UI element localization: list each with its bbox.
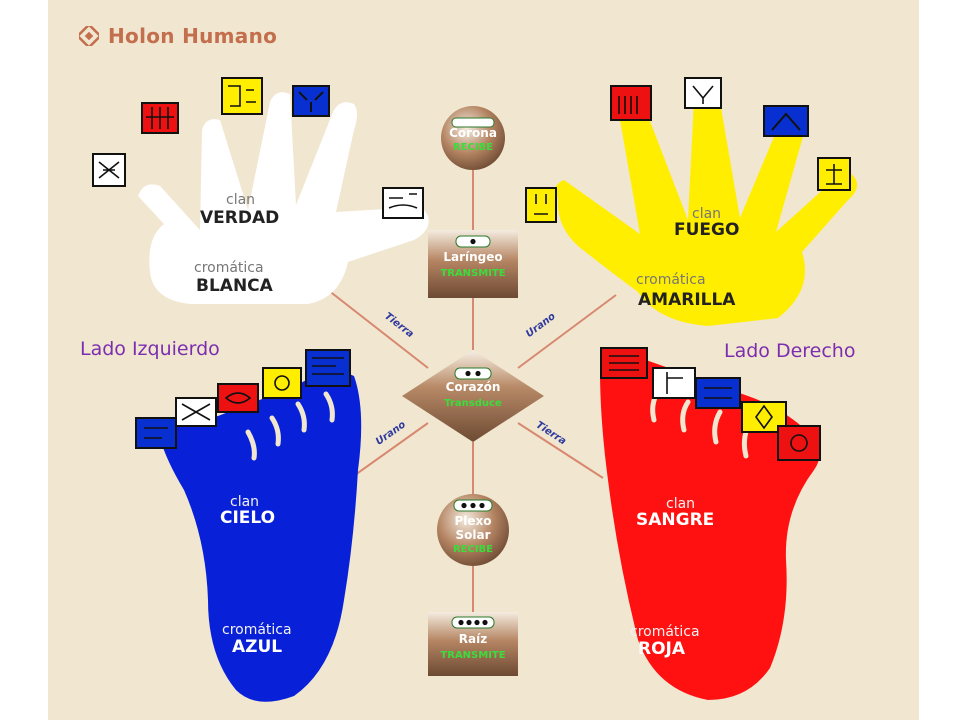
verdad-clan-name: VERDAD <box>200 208 280 228</box>
glyph-red-4 <box>600 347 648 379</box>
sangre-clan-name: SANGRE <box>636 510 715 530</box>
page-title: Holon Humano <box>108 24 278 48</box>
sangre-chromatic-name: ROJA <box>638 639 686 659</box>
glyph-white-4 <box>175 397 217 427</box>
plexo-action: RECIBE <box>452 544 494 555</box>
glyph-white-3 <box>684 77 722 109</box>
glyph-red-1 <box>141 102 179 134</box>
blue-toe-marks <box>245 391 335 461</box>
fuego-clan-name: FUEGO <box>674 220 740 240</box>
laringeo-action: TRANSMITE <box>440 268 506 279</box>
plexo-name-line2: Solar <box>455 528 491 542</box>
verdad-chromatic-word: cromática <box>194 260 264 276</box>
glyph-white-1 <box>92 153 126 187</box>
fuego-chromatic-word: cromática <box>636 272 706 288</box>
white-hand <box>138 92 429 304</box>
verdad-chromatic-name: BLANCA <box>196 276 273 296</box>
glyph-red-3 <box>217 383 259 413</box>
node-laringeo-shape <box>428 230 518 298</box>
cielo-clan-name: CIELO <box>220 508 276 528</box>
line-urano-upper <box>517 294 617 369</box>
glyph-blue-2 <box>763 105 809 137</box>
laringeo-name: Laríngeo <box>443 250 503 264</box>
node-plexo-shape <box>437 494 509 566</box>
corona-name: Corona <box>449 126 497 140</box>
glyph-yellow-3 <box>817 157 851 191</box>
node-raiz-shape <box>428 612 518 676</box>
raiz-action: TRANSMITE <box>440 650 506 661</box>
sangre-clan-word: clan <box>666 496 696 512</box>
glyph-blue-5 <box>695 377 741 409</box>
diagram-slide: Holon Humano Lado Izquierdo Lado Derecho… <box>48 0 919 720</box>
corazon-name: Corazón <box>445 380 501 394</box>
glyph-blue-3 <box>135 417 177 449</box>
blue-foot <box>160 371 362 702</box>
fuego-clan-word: clan <box>692 206 722 222</box>
glyph-blue-1 <box>292 85 330 117</box>
glyph-white-2 <box>382 187 424 219</box>
cielo-chromatic-word: cromática <box>222 622 292 638</box>
diagram-artwork <box>92 77 857 702</box>
corazon-action: Transduce <box>444 398 502 409</box>
line-urano-lower <box>347 422 429 481</box>
node-corazon-shape <box>402 350 544 442</box>
right-side-label: Lado Derecho <box>724 340 856 362</box>
glyph-red-5 <box>777 425 821 461</box>
cielo-clan-word: clan <box>230 494 260 510</box>
corona-action: RECIBE <box>452 142 494 153</box>
glyph-blue-4 <box>305 349 351 387</box>
glyph-yellow-1 <box>221 77 263 115</box>
connection-lines <box>327 170 617 612</box>
yellow-hand <box>555 86 857 326</box>
verdad-clan-word: clan <box>226 192 256 208</box>
cielo-chromatic-name: AZUL <box>232 637 283 657</box>
sangre-chromatic-word: cromática <box>630 624 700 640</box>
raiz-name: Raíz <box>458 632 488 646</box>
glyph-yellow-2 <box>525 187 557 223</box>
node-corona-shape <box>441 106 505 170</box>
line-tierra-lower <box>517 422 604 479</box>
glyph-red-2 <box>610 85 652 121</box>
left-side-label: Lado Izquierdo <box>80 338 220 360</box>
line-tierra-upper <box>327 289 429 369</box>
glyph-white-5 <box>652 367 696 399</box>
fuego-chromatic-name: AMARILLA <box>638 290 736 310</box>
glyph-yellow-4 <box>262 367 302 399</box>
red-foot <box>600 356 820 700</box>
holon-logo-icon <box>79 26 99 46</box>
plexo-name-line1: Plexo <box>454 514 492 528</box>
